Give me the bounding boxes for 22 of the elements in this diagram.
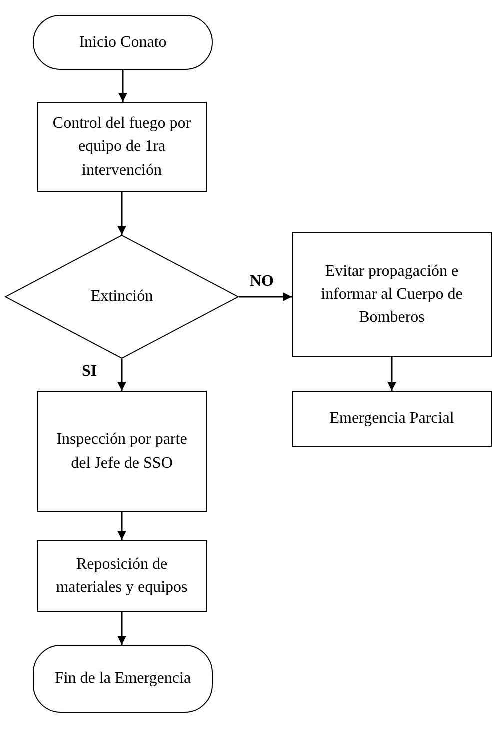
node-text: Control del fuego por equipo de 1ra intervención: [52, 114, 192, 181]
arrow: [118, 359, 126, 391]
process-box: [37, 540, 207, 612]
terminal-pill: [33, 645, 213, 713]
arrow: [118, 70, 128, 102]
node-text: Extinción: [90, 287, 154, 308]
process-box: [37, 391, 207, 512]
node-text: Fin de la Emergencia: [54, 669, 192, 690]
arrow: [118, 512, 126, 540]
node-text: Evitar propagación e informar al Cuerpo de Bomberos: [320, 262, 464, 328]
node-text: Inspección por parte del Jefe de SSO: [56, 430, 188, 474]
arrow: [388, 357, 396, 391]
node-text: Emergencia Parcial: [328, 409, 456, 430]
arrow: [239, 292, 292, 302]
process-box: [37, 102, 207, 192]
process-box: [292, 232, 492, 357]
node-text: Reposición de materiales y equipos: [55, 554, 189, 598]
decision-diamond: [5, 235, 239, 359]
arrow: [118, 612, 126, 645]
process-box: [292, 391, 492, 447]
arrow: [118, 192, 126, 235]
node-text: Inicio Conato: [78, 32, 168, 53]
